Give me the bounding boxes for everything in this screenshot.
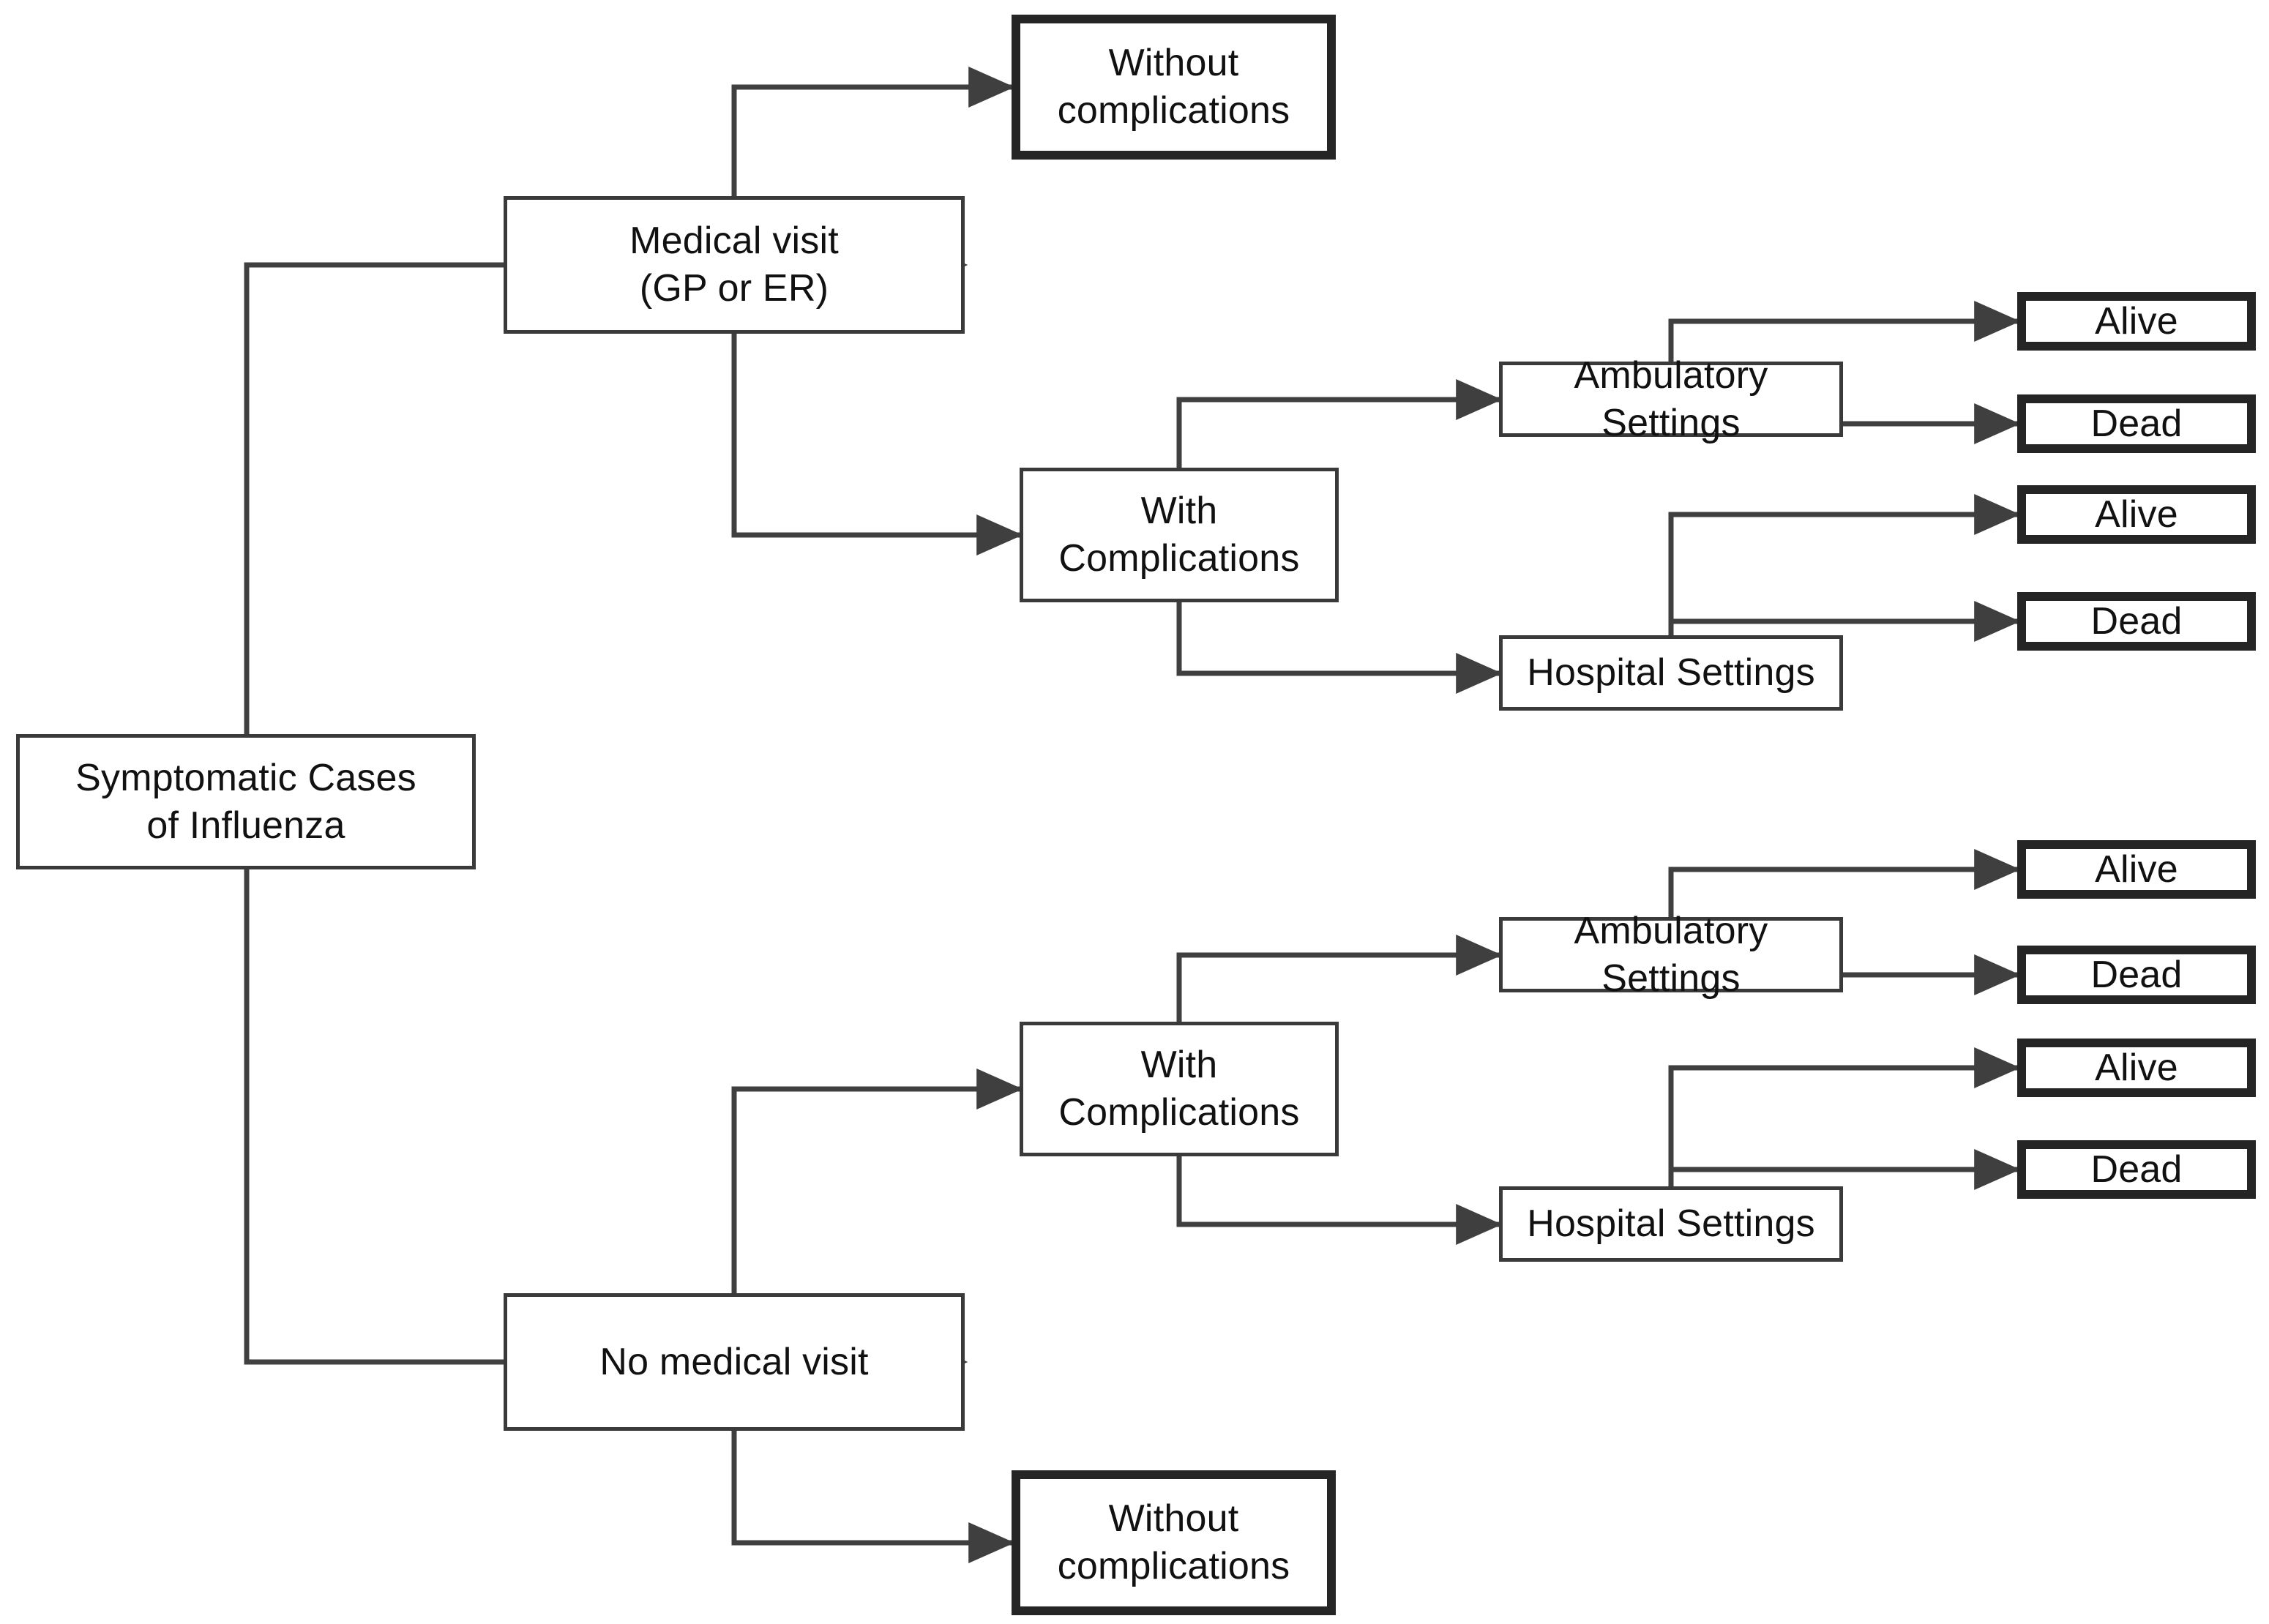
node-medical-visit[interactable]: Medical visit (GP or ER) — [504, 196, 965, 334]
node-label-mv-amb-dead: Dead — [2090, 402, 2183, 445]
node-label-nmv-hosp-dead: Dead — [2090, 1148, 2183, 1191]
node-nmv-hospital[interactable]: Hospital Settings — [1499, 1186, 1843, 1262]
connector-hospital-up-to-alive — [1668, 494, 2021, 635]
node-label-nmv-hosp-alive: Alive — [2095, 1046, 2178, 1089]
node-label-medical-visit: Medical visit (GP or ER) — [629, 220, 839, 310]
node-nmv-amb-dead[interactable]: Dead — [2017, 946, 2256, 1004]
node-mv-ambulatory[interactable]: Ambulatory Settings — [1499, 354, 1843, 444]
node-label-mv-hospital: Hospital Settings — [1527, 651, 1815, 694]
node-label-nmv-without-complications: Without complications — [1057, 1497, 1290, 1587]
node-label-mv-without-complications: Without complications — [1057, 42, 1290, 132]
connector-medical-visit-up-to-without-complications — [731, 67, 1015, 196]
node-label-nmv-amb-alive: Alive — [2095, 847, 2178, 891]
connector-ambulatory-up-to-alive — [1668, 301, 2021, 362]
connector-root-down-to-no-medical-visit — [244, 869, 968, 1382]
connector-nmv-with-complications-up-to-ambulatory — [1176, 935, 1503, 1022]
node-mv-hospital[interactable]: Hospital Settings — [1499, 635, 1843, 711]
node-label-mv-hosp-dead: Dead — [2090, 599, 2183, 643]
connector-with-complications-up-to-ambulatory — [1176, 379, 1503, 468]
node-mv-amb-alive[interactable]: Alive — [2017, 292, 2256, 351]
connector-with-complications-down-to-hospital — [1176, 602, 1503, 694]
connector-no-medical-visit-up-to-with-complications — [731, 1069, 1023, 1293]
node-label-nmv-with-complications: With Complications — [1058, 1044, 1300, 1134]
node-label-mv-with-complications: With Complications — [1058, 490, 1300, 580]
node-nmv-hosp-alive[interactable]: Alive — [2017, 1039, 2256, 1097]
node-label-no-medical-visit: No medical visit — [599, 1340, 869, 1383]
connector-nmv-ambulatory-up-to-alive — [1668, 849, 2021, 917]
node-mv-hosp-alive[interactable]: Alive — [2017, 485, 2256, 544]
node-mv-hosp-dead[interactable]: Dead — [2017, 592, 2256, 651]
node-label-nmv-amb-dead: Dead — [2090, 953, 2183, 996]
node-mv-with-complications[interactable]: With Complications — [1020, 468, 1339, 602]
connector-no-medical-visit-down-to-without-complications — [731, 1431, 1015, 1563]
connector-nmv-with-complications-down-to-hospital — [1176, 1156, 1503, 1245]
node-nmv-hosp-dead[interactable]: Dead — [2017, 1140, 2256, 1199]
connector-root-up-to-medical-visit — [244, 244, 968, 734]
edges-group — [244, 67, 2021, 1563]
node-label-nmv-ambulatory: Ambulatory Settings — [1574, 909, 1768, 1000]
node-label-nmv-hospital: Hospital Settings — [1527, 1202, 1815, 1245]
node-nmv-with-complications[interactable]: With Complications — [1020, 1022, 1339, 1156]
connector-medical-visit-down-to-with-complications — [731, 334, 1023, 555]
node-label-mv-ambulatory: Ambulatory Settings — [1574, 353, 1768, 444]
node-label-root: Symptomatic Cases of Influenza — [75, 756, 416, 847]
node-nmv-ambulatory[interactable]: Ambulatory Settings — [1499, 910, 1843, 1000]
node-no-medical-visit[interactable]: No medical visit — [504, 1293, 965, 1431]
node-root[interactable]: Symptomatic Cases of Influenza — [16, 734, 476, 869]
node-mv-amb-dead[interactable]: Dead — [2017, 394, 2256, 453]
connector-nmv-hospital-up-to-alive — [1668, 1047, 2021, 1186]
node-label-mv-hosp-alive: Alive — [2095, 493, 2178, 536]
node-nmv-amb-alive[interactable]: Alive — [2017, 840, 2256, 899]
node-mv-without-complications[interactable]: Without complications — [1012, 15, 1336, 160]
node-label-mv-amb-alive: Alive — [2095, 299, 2178, 343]
node-nmv-without-complications[interactable]: Without complications — [1012, 1470, 1336, 1615]
